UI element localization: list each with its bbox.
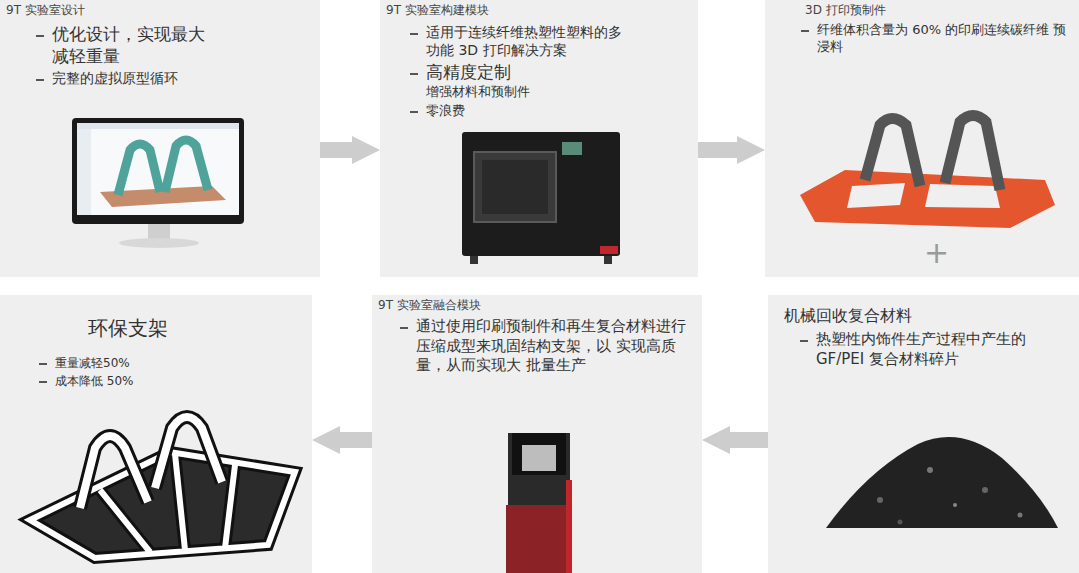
panel-title: 9T 实验室融合模块 <box>378 298 702 313</box>
panel-text: 热塑性内饰件生产过程中产生的 GF/PEI 复合材料碎片 <box>816 330 1066 368</box>
panel-title: 机械回收复合材料 <box>784 306 1079 326</box>
panel-text: 通过使用印刷预制件和再生复合材料进行 压缩成型来巩固结构支架，以 实现高质量，从… <box>416 317 688 375</box>
panel-box: 机械回收复合材料热塑性内饰件生产过程中产生的 GF/PEI 复合材料碎片 <box>768 295 1079 573</box>
panel-text: 成本降低 50% <box>55 374 312 389</box>
panel-text: 纤维体积含量为 60% 的印刷连续碳纤维 预浸料 <box>817 22 1067 55</box>
panel-text: 增强材料和预制件 <box>426 84 698 101</box>
panel-ground <box>0 295 312 573</box>
plus-sign: + <box>924 238 949 268</box>
panel-title: 9T 实验室构建模块 <box>386 3 698 18</box>
panel-title: 环保支架 <box>88 316 312 342</box>
panel-ground <box>768 295 1079 573</box>
flow-arrow <box>698 142 737 158</box>
panel-title: 9T 实验室设计 <box>6 3 320 18</box>
panel-box: 9T 实验室设计优化设计，实现最大 减轻重量完整的虚拟原型循环 <box>0 0 320 277</box>
monitor-picture <box>72 118 244 248</box>
panel-text: 优化设计，实现最大 减轻重量 <box>52 24 212 68</box>
recycled-chips-picture <box>826 437 1058 528</box>
flow-arrow <box>340 432 372 448</box>
panel-text: 零浪费 <box>426 103 698 120</box>
preform-picture <box>800 116 1055 229</box>
panel-text: 高精度定制 <box>426 62 698 84</box>
panel-ground <box>380 0 698 277</box>
panel-ground <box>0 0 320 277</box>
bracket-picture <box>30 417 295 558</box>
panel-text: 适用于连续纤维热塑性塑料的多 功能 3D 打印解决方案 <box>426 24 631 60</box>
panel-ground <box>765 0 1079 277</box>
flow-arrow <box>730 432 768 448</box>
panel-box: 9T 实验室融合模块通过使用印刷预制件和再生复合材料进行 压缩成型来巩固结构支架… <box>372 295 702 573</box>
panel-text: 完整的虚拟原型循环 <box>52 70 320 88</box>
panel-box: 环保支架重量减轻50% 成本降低 50% <box>0 295 312 573</box>
flow-arrow <box>320 142 352 158</box>
panel-title: 3D 打印预制件 <box>805 3 1079 18</box>
printer-picture <box>462 132 620 264</box>
press-machine-picture <box>506 433 572 573</box>
panel-box: 9T 实验室构建模块适用于连续纤维热塑性塑料的多 功能 3D 打印解决方案高精度… <box>380 0 698 277</box>
panel-text: 重量减轻50% <box>55 356 312 371</box>
panel-ground <box>372 295 702 573</box>
panel-box: 3D 打印预制件纤维体积含量为 60% 的印刷连续碳纤维 预浸料 <box>765 0 1079 277</box>
